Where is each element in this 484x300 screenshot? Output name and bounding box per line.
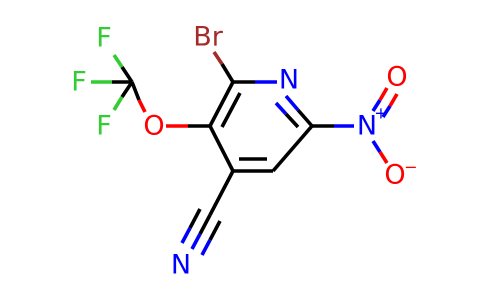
bond-nitrile-3-n-half xyxy=(180,227,192,244)
bond-n-c6 xyxy=(296,108,314,128)
trifluoromethoxy-group: O F F F xyxy=(71,23,210,142)
bond-ccf3-f1 xyxy=(120,66,134,83)
bond-oether-ccf3-o-half xyxy=(137,99,147,113)
bond-n-c6-n-half xyxy=(284,94,300,112)
nitro-oxygen-bottom-label: O xyxy=(384,160,405,191)
nitrile-group: N xyxy=(171,170,235,281)
bond-nnitro-obottom-o-half xyxy=(378,151,389,164)
nitro-oxygen-top-label: O xyxy=(386,62,407,93)
bond-c2-br xyxy=(220,63,235,83)
bond-nnitro-otop-o-half xyxy=(378,87,389,101)
bond-c4-cnitrile xyxy=(208,170,235,216)
bond-nitrile-2-n-half xyxy=(200,239,212,256)
bond-nnitro-otop-2-o-half xyxy=(388,93,399,107)
bond-c3-c2 xyxy=(208,81,235,127)
bond-c2-br-br-half xyxy=(212,51,224,65)
bond-c3-c2-inner xyxy=(220,92,242,128)
nitro-nitrogen-label: N xyxy=(357,111,377,142)
ether-oxygen-label: O xyxy=(143,111,164,142)
nitro-group: N + O O − xyxy=(312,62,418,191)
bond-ccf3-f3-f-half xyxy=(112,96,124,111)
bond-ccf3-f3 xyxy=(120,81,134,98)
bond-nnitro-otop-2-n-half xyxy=(381,105,392,118)
bond-c6-c5 xyxy=(271,124,314,173)
bond-ccf3-f1-f-half xyxy=(112,54,124,68)
pyridine-ring xyxy=(208,80,314,173)
bond-nitrile-1 xyxy=(198,214,212,235)
fluorine-2-label: F xyxy=(71,67,87,98)
bond-nitrile-3 xyxy=(188,208,202,229)
bond-nitrile-1-n-half xyxy=(190,233,202,250)
fluorine-1-label: F xyxy=(96,23,112,54)
bond-n-c6-inner xyxy=(284,112,300,129)
bond-nnitro-otop-n-half xyxy=(371,99,382,112)
fluorine-3-label: F xyxy=(96,111,112,142)
nitro-oxygen-bottom-charge: − xyxy=(404,158,417,177)
bromine-substituent: Br xyxy=(193,22,235,83)
bond-n-c6-inner-n-half xyxy=(274,101,288,116)
bond-nitrile-2 xyxy=(208,220,222,241)
nitrile-nitrogen-label: N xyxy=(171,250,191,281)
bromine-label: Br xyxy=(193,22,224,53)
bond-oether-ccf3 xyxy=(130,81,141,101)
ring-nitrogen-label: N xyxy=(279,65,299,96)
bond-nnitro-obottom-n-half xyxy=(371,140,382,153)
bond-c4-c3 xyxy=(208,125,235,172)
